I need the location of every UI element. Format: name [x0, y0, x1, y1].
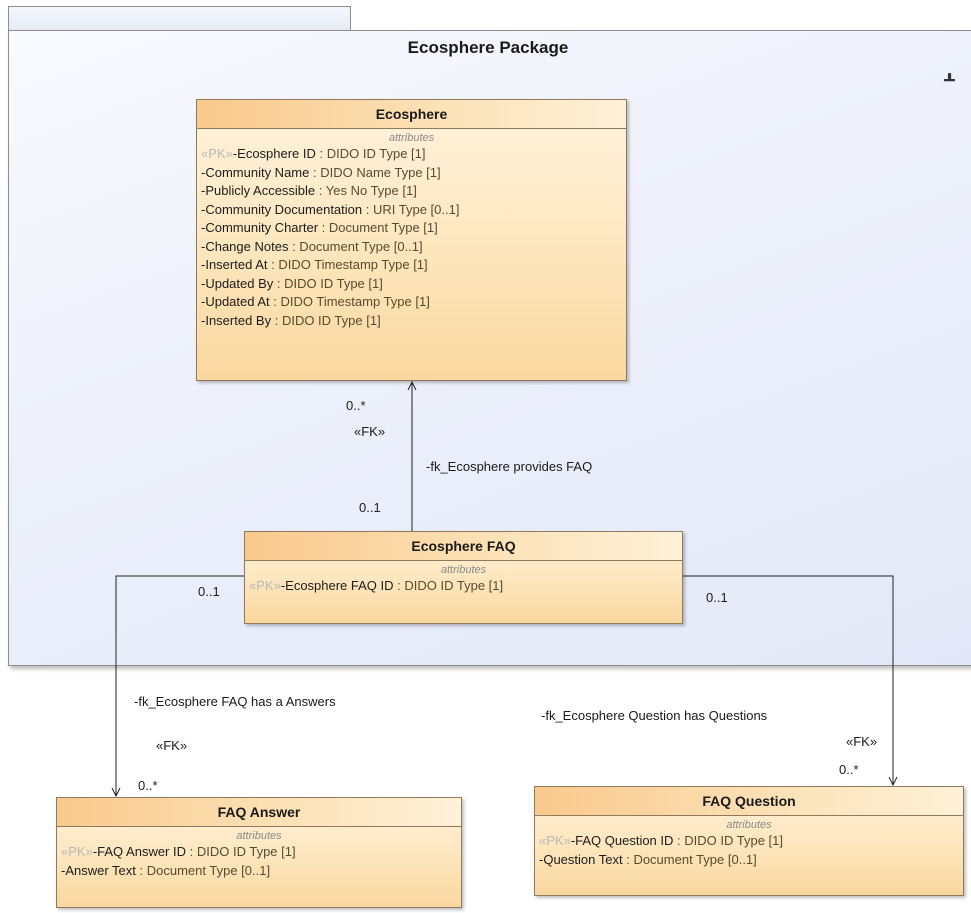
- attribute-row[interactable]: «PK»-FAQ Answer ID : DIDO ID Type [1]: [61, 843, 457, 862]
- multiplicity-label: 0..1: [359, 500, 381, 515]
- pk-stereotype: «PK»: [61, 844, 93, 859]
- attribute-name: -Community Charter: [201, 220, 319, 235]
- association-name-label: -fk_Ecosphere provides FAQ: [426, 459, 593, 474]
- association-name-label: -fk_Ecosphere FAQ has a Answers: [134, 694, 336, 709]
- attribute-row[interactable]: «PK»-Ecosphere ID : DIDO ID Type [1]: [201, 145, 622, 164]
- class-ecosphere[interactable]: Ecosphere attributes «PK»-Ecosphere ID :…: [196, 99, 627, 381]
- association-has-answers-line[interactable]: [116, 575, 244, 796]
- compartment-label: attributes: [440, 564, 487, 576]
- attribute-type: : Yes No Type [1]: [318, 183, 417, 198]
- attribute-row[interactable]: -Community Charter : Document Type [1]: [201, 219, 622, 238]
- attribute-type: : Document Type [0..1]: [626, 851, 757, 867]
- attribute-name: -Updated By: [201, 275, 274, 291]
- compartment-label: attributes: [236, 830, 282, 842]
- multiplicity-label: 0..*: [138, 778, 158, 793]
- stereotype-label: «FK»: [846, 734, 878, 749]
- class-faq-question[interactable]: FAQ Question attributes «PK»-FAQ Questio…: [534, 786, 964, 896]
- attribute-name: -Community Name: [201, 164, 310, 180]
- attribute-type: : DIDO ID Type [1]: [276, 275, 383, 291]
- attribute-row[interactable]: -Publicly Accessible : Yes No Type [1]: [201, 182, 622, 201]
- attribute-name: -Change Notes: [201, 238, 289, 254]
- multiplicity-label: 0..*: [839, 762, 859, 777]
- attribute-type: : Document Type [0..1]: [292, 238, 423, 254]
- association-name-label: -fk_Ecosphere Question has Questions: [541, 708, 768, 723]
- compartment-label: attributes: [388, 132, 435, 144]
- attribute-row[interactable]: -Community Name : DIDO Name Type [1]: [201, 164, 622, 183]
- attribute-name: -Inserted At: [201, 257, 268, 272]
- attribute-row[interactable]: -Updated At : DIDO Timestamp Type [1]: [201, 293, 622, 312]
- compartment-label: attributes: [726, 819, 772, 831]
- attribute-row[interactable]: -Change Notes : Document Type [0..1]: [201, 238, 622, 257]
- package-title: Ecosphere Package: [407, 38, 569, 57]
- attribute-row[interactable]: -Answer Text : Document Type [0..1]: [61, 862, 457, 881]
- attribute-row[interactable]: -Community Documentation : URI Type [0..…: [201, 201, 622, 220]
- package-tab: [8, 6, 351, 30]
- attribute-type: : DIDO Timestamp Type [1]: [271, 257, 428, 272]
- attribute-type: : DIDO ID Type [1]: [677, 833, 783, 848]
- attribute-name: -Community Documentation: [201, 201, 363, 217]
- attribute-row[interactable]: «PK»-Ecosphere FAQ ID : DIDO ID Type [1]: [249, 577, 678, 596]
- pk-stereotype: «PK»: [201, 146, 233, 161]
- class-faq-answer[interactable]: FAQ Answer attributes «PK»-FAQ Answer ID…: [56, 797, 462, 908]
- multiplicity-label: 0..*: [346, 398, 366, 413]
- stereotype-label: «FK»: [156, 738, 188, 753]
- multiplicity-label: 0..1: [198, 584, 220, 599]
- attribute-name: -Answer Text: [61, 862, 136, 878]
- attribute-name: -Updated At: [201, 294, 270, 309]
- attribute-row[interactable]: -Question Text : Document Type [0..1]: [539, 851, 959, 870]
- association-has-questions-line[interactable]: [682, 575, 893, 785]
- attribute-name: -Ecosphere FAQ ID: [280, 578, 394, 593]
- attribute-type: : DIDO Timestamp Type [1]: [273, 294, 430, 309]
- class-title: Ecosphere: [197, 100, 626, 129]
- attribute-name: -Publicly Accessible: [201, 183, 316, 198]
- class-title: FAQ Question: [535, 787, 963, 816]
- attribute-type: : DIDO ID Type [1]: [274, 312, 381, 328]
- class-title: Ecosphere FAQ: [245, 532, 682, 561]
- attribute-type: : DIDO Name Type [1]: [312, 164, 441, 180]
- stereotype-label: «FK»: [354, 424, 386, 439]
- attribute-name: -Ecosphere ID: [232, 146, 316, 161]
- pk-stereotype: «PK»: [539, 833, 571, 848]
- attribute-type: : Document Type [0..1]: [139, 862, 271, 878]
- attribute-name: -Question Text: [539, 851, 623, 867]
- attribute-type: : Document Type [1]: [321, 220, 438, 235]
- multiplicity-label: 0..1: [706, 590, 728, 605]
- attribute-type: : DIDO ID Type [1]: [189, 844, 296, 859]
- attribute-name: -FAQ Question ID: [570, 833, 674, 848]
- class-ecosphere-faq[interactable]: Ecosphere FAQ attributes «PK»-Ecosphere …: [244, 531, 683, 624]
- attribute-row[interactable]: -Updated By : DIDO ID Type [1]: [201, 275, 622, 294]
- package-structure-icon: ᚆ: [944, 70, 955, 89]
- attribute-row[interactable]: -Inserted At : DIDO Timestamp Type [1]: [201, 256, 622, 275]
- attribute-type: : URI Type [0..1]: [365, 201, 460, 217]
- attribute-type: : DIDO ID Type [1]: [397, 578, 504, 593]
- class-title: FAQ Answer: [57, 798, 461, 827]
- attribute-row[interactable]: «PK»-FAQ Question ID : DIDO ID Type [1]: [539, 832, 959, 851]
- attribute-row[interactable]: -Inserted By : DIDO ID Type [1]: [201, 312, 622, 331]
- attribute-name: -FAQ Answer ID: [92, 844, 187, 859]
- pk-stereotype: «PK»: [249, 578, 281, 593]
- attribute-name: -Inserted By: [201, 312, 272, 328]
- attribute-type: : DIDO ID Type [1]: [319, 146, 426, 161]
